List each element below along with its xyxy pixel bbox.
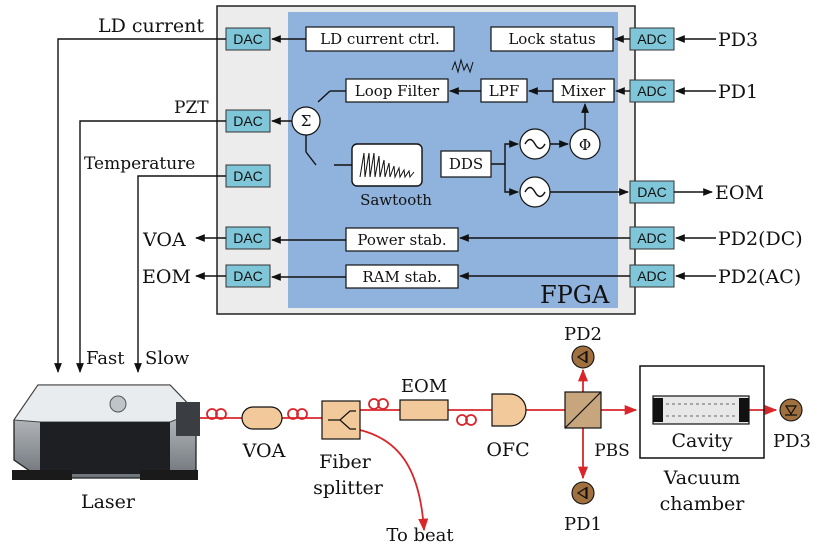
svg-text:DDS: DDS xyxy=(449,155,483,173)
fpga-title: FPGA xyxy=(540,281,610,309)
eom-right-label: EOM xyxy=(715,182,764,204)
eom-component xyxy=(399,399,449,421)
pd1-signal-label: PD1 xyxy=(718,81,758,103)
ofc-component xyxy=(491,393,527,427)
svg-text:LPF: LPF xyxy=(489,82,519,100)
svg-text:ADC: ADC xyxy=(637,83,667,99)
svg-text:Lock status: Lock status xyxy=(508,30,595,48)
fiber-splitter xyxy=(321,400,361,440)
pbs-cube xyxy=(564,391,602,429)
ram-stab-block: RAM stab. xyxy=(345,264,459,289)
external-wiring xyxy=(54,35,716,373)
pd3-signal-label: PD3 xyxy=(718,29,758,51)
pd3-label: PD3 xyxy=(773,431,811,452)
phase-shifter: Φ xyxy=(569,128,601,160)
fpga-wiring xyxy=(271,35,630,281)
fast-label: Fast xyxy=(86,348,125,369)
svg-text:ADC: ADC xyxy=(637,230,667,246)
dds-block: DDS xyxy=(440,150,492,178)
pbs-label: PBS xyxy=(594,441,630,461)
adc-pd2-ac: ADC xyxy=(629,264,675,288)
eom-signal-label: EOM xyxy=(142,266,191,288)
svg-text:DAC: DAC xyxy=(637,184,667,200)
cavity-label: Cavity xyxy=(671,430,732,452)
svg-text:Loop Filter: Loop Filter xyxy=(355,82,440,100)
pd1-detector-icon xyxy=(571,481,595,505)
oscillator-upper-icon xyxy=(519,128,551,160)
power-stab-block: Power stab. xyxy=(345,227,459,252)
lock-status-block: Lock status xyxy=(490,26,614,52)
svg-text:ADC: ADC xyxy=(637,31,667,47)
lpf-block: LPF xyxy=(480,78,528,103)
pd2-label: PD2 xyxy=(564,324,602,345)
pd2-detector-icon xyxy=(571,345,595,369)
pzt-label: PZT xyxy=(174,98,209,118)
pd2-dc-label: PD2(DC) xyxy=(718,228,803,250)
to-beat-label: To beat xyxy=(386,525,454,546)
sawtooth-block: Sawtooth xyxy=(351,143,432,209)
dac-pzt: DAC xyxy=(225,109,271,133)
adc-pd2-dc: ADC xyxy=(629,226,675,250)
svg-text:Mixer: Mixer xyxy=(561,82,606,100)
oscillator-lower-icon xyxy=(519,176,551,208)
voa-component xyxy=(241,406,283,430)
dac-eom-left: DAC xyxy=(225,264,271,288)
dac-eom-right: DAC xyxy=(629,180,675,204)
svg-text:ADC: ADC xyxy=(637,268,667,284)
eom-optic-label: EOM xyxy=(401,376,447,397)
svg-text:RAM stab.: RAM stab. xyxy=(362,268,441,286)
fiber-splitter-label-1: Fiber xyxy=(319,451,372,473)
adc-pd3: ADC xyxy=(629,27,675,51)
adc-pd1: ADC xyxy=(629,79,675,103)
ofc-label: OFC xyxy=(486,439,529,461)
vacuum-label-1: Vacuum xyxy=(663,467,740,489)
dac-voa: DAC xyxy=(225,226,271,250)
dac-ld: DAC xyxy=(225,27,271,51)
temperature-label: Temperature xyxy=(84,154,195,174)
svg-text:DAC: DAC xyxy=(233,113,263,129)
svg-text:DAC: DAC xyxy=(233,268,263,284)
pd3-detector-icon xyxy=(779,398,803,422)
loop-filter-block: Loop Filter xyxy=(345,78,449,103)
svg-text:DAC: DAC xyxy=(233,168,263,184)
fiber-splitter-label-2: splitter xyxy=(313,477,384,499)
svg-text:Power stab.: Power stab. xyxy=(357,231,446,249)
ld-current-ctrl-block: LD current ctrl. xyxy=(305,26,455,52)
sum-node: Σ xyxy=(291,106,321,136)
noise-symbol xyxy=(451,58,474,74)
pd1-label: PD1 xyxy=(564,514,602,535)
svg-text:Σ: Σ xyxy=(301,112,312,130)
pd2-ac-label: PD2(AC) xyxy=(718,266,801,288)
svg-text:DAC: DAC xyxy=(233,31,263,47)
voa-signal-label: VOA xyxy=(142,229,186,251)
vacuum-chamber xyxy=(639,365,765,459)
svg-text:DAC: DAC xyxy=(233,230,263,246)
voa-optic-label: VOA xyxy=(242,440,286,462)
ld-current-label: LD current xyxy=(98,15,204,37)
vacuum-label-2: chamber xyxy=(660,493,746,515)
svg-text:Φ: Φ xyxy=(579,136,591,154)
slow-label: Slow xyxy=(145,348,190,369)
mixer-block: Mixer xyxy=(552,78,615,103)
svg-text:LD current ctrl.: LD current ctrl. xyxy=(320,30,440,48)
laser-icon xyxy=(12,384,200,480)
laser-label: Laser xyxy=(81,491,136,513)
svg-text:Sawtooth: Sawtooth xyxy=(360,191,432,209)
dac-temperature: DAC xyxy=(225,164,271,188)
